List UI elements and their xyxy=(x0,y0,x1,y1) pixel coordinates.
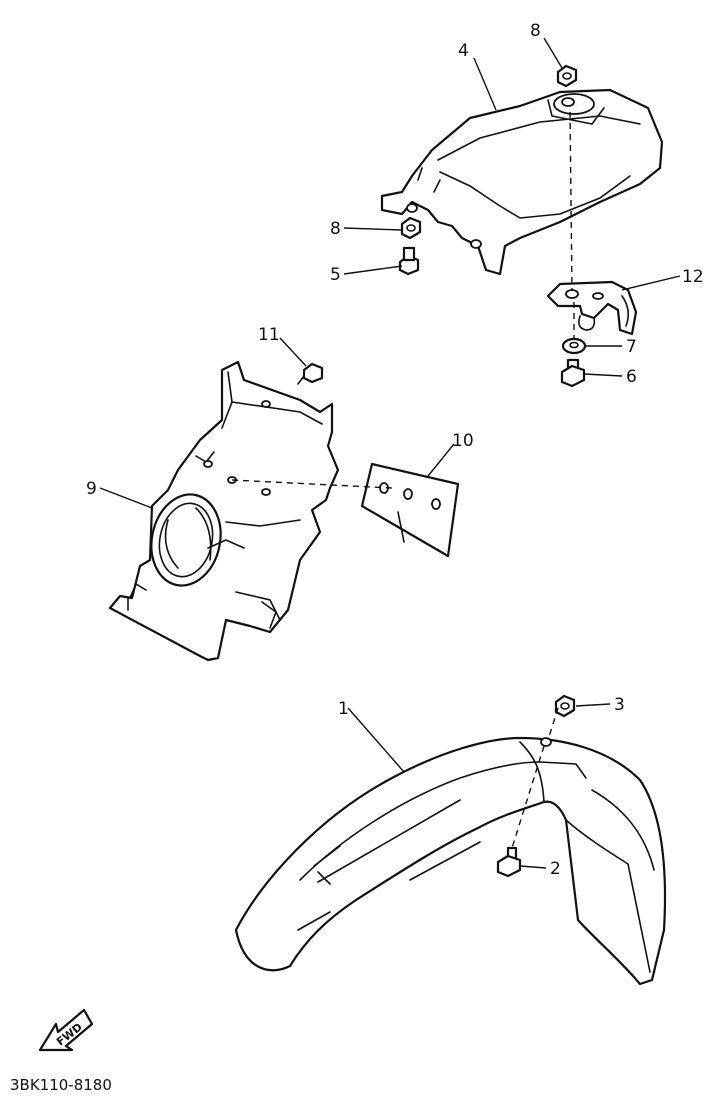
callout-label: 11 xyxy=(258,325,280,345)
callout-label: 8 xyxy=(330,219,341,239)
fwd-arrow-icon: FWD xyxy=(38,1008,94,1052)
alignment-lines xyxy=(231,111,575,849)
part-7-washer xyxy=(561,337,587,355)
part-5-bolt xyxy=(398,246,420,276)
part-10-plate xyxy=(360,462,460,558)
callout-label: 2 xyxy=(550,859,561,879)
callout-label: 6 xyxy=(626,367,637,387)
part-12-bracket xyxy=(546,280,638,336)
part-8-nut-top xyxy=(556,64,578,88)
callout-label: 9 xyxy=(86,479,97,499)
callout-labels: 1 2 3 4 5 6 7 8 8 9 10 11 12 xyxy=(86,21,704,879)
part-4-cover xyxy=(380,88,664,276)
part-6-bolt xyxy=(560,358,586,388)
part-11-screw xyxy=(297,362,324,385)
callout-label: 12 xyxy=(682,267,704,287)
drawing-code: 3BK110-8180 xyxy=(10,1076,112,1094)
callout-label: 3 xyxy=(614,695,625,715)
part-8-nut-middle xyxy=(400,216,422,240)
leader-lines xyxy=(99,37,681,869)
part-2-bolt xyxy=(496,846,522,878)
callout-label: 5 xyxy=(330,265,341,285)
callout-label: 8 xyxy=(530,21,541,41)
part-9-housing xyxy=(108,360,340,662)
callout-label: 10 xyxy=(452,431,474,451)
part-1-fender xyxy=(234,736,667,986)
callout-label: 7 xyxy=(626,337,637,357)
callout-label: 4 xyxy=(458,41,469,61)
callout-label: 1 xyxy=(338,699,349,719)
part-3-nut xyxy=(554,694,576,718)
